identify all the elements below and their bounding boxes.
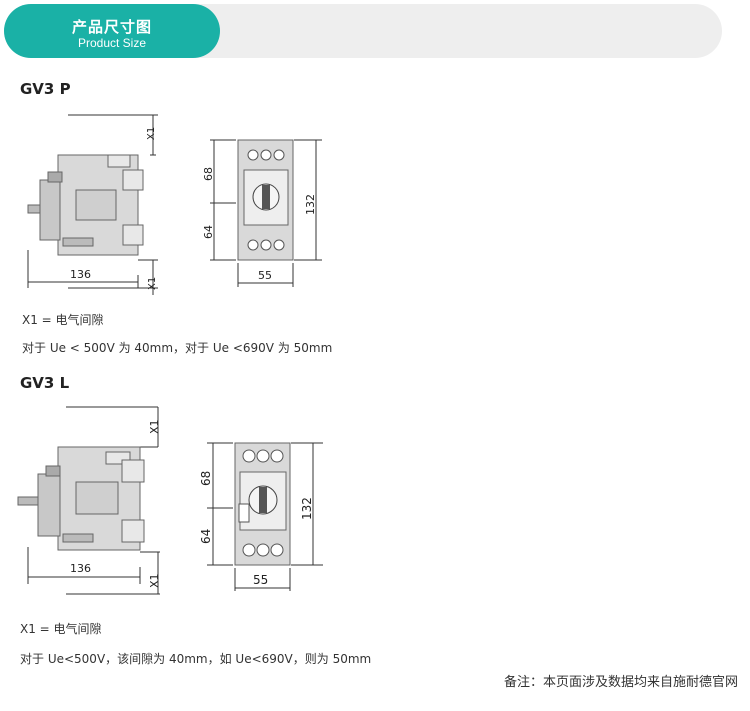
gv3l-h-total: 132 xyxy=(300,497,314,520)
gv3p-h-upper: 68 xyxy=(202,167,215,181)
section-title-gv3l: GV3 L xyxy=(20,374,70,392)
header-title: 产品尺寸图 xyxy=(71,18,152,36)
gv3p-depth: 136 xyxy=(70,268,91,281)
gv3p-x1-bottom: X1 xyxy=(147,277,158,290)
section-title-gv3p: GV3 P xyxy=(20,80,71,98)
gv3l-side-view: X1 136 X1 xyxy=(17,406,161,595)
footer-note: 备注：本页面涉及数据均来自施耐德官网 xyxy=(503,675,738,690)
gv3l-note-1: X1 = 电气间隙 xyxy=(20,622,102,636)
gv3l-front-view: 68 64 132 55 xyxy=(199,442,323,591)
gv3l-h-upper: 68 xyxy=(199,471,213,486)
gv3p-side-view: X1 136 X1 xyxy=(27,114,158,295)
header-subtitle: Product Size xyxy=(77,36,147,50)
gv3l-h-lower: 64 xyxy=(199,529,213,544)
gv3p-front-view: 68 64 132 55 xyxy=(202,139,322,287)
gv3l-width: 55 xyxy=(253,573,268,587)
gv3l-x1-bottom: X1 xyxy=(148,573,161,588)
gv3l-x1-top: X1 xyxy=(148,419,161,434)
header-tab: 产品尺寸图 Product Size xyxy=(4,4,220,58)
gv3l-depth: 136 xyxy=(70,562,91,575)
gv3p-x1-top: X1 xyxy=(146,127,157,140)
gv3p-h-lower: 64 xyxy=(202,225,215,239)
gv3p-note-1: X1 = 电气间隙 xyxy=(22,313,104,327)
gv3l-note-2: 对于 Ue<500V，该间隙为 40mm，如 Ue<690V，则为 50mm xyxy=(20,652,372,666)
gv3p-width: 55 xyxy=(258,269,272,282)
gv3p-note-2: 对于 Ue < 500V 为 40mm，对于 Ue <690V 为 50mm xyxy=(22,341,333,355)
gv3p-h-total: 132 xyxy=(304,194,317,215)
